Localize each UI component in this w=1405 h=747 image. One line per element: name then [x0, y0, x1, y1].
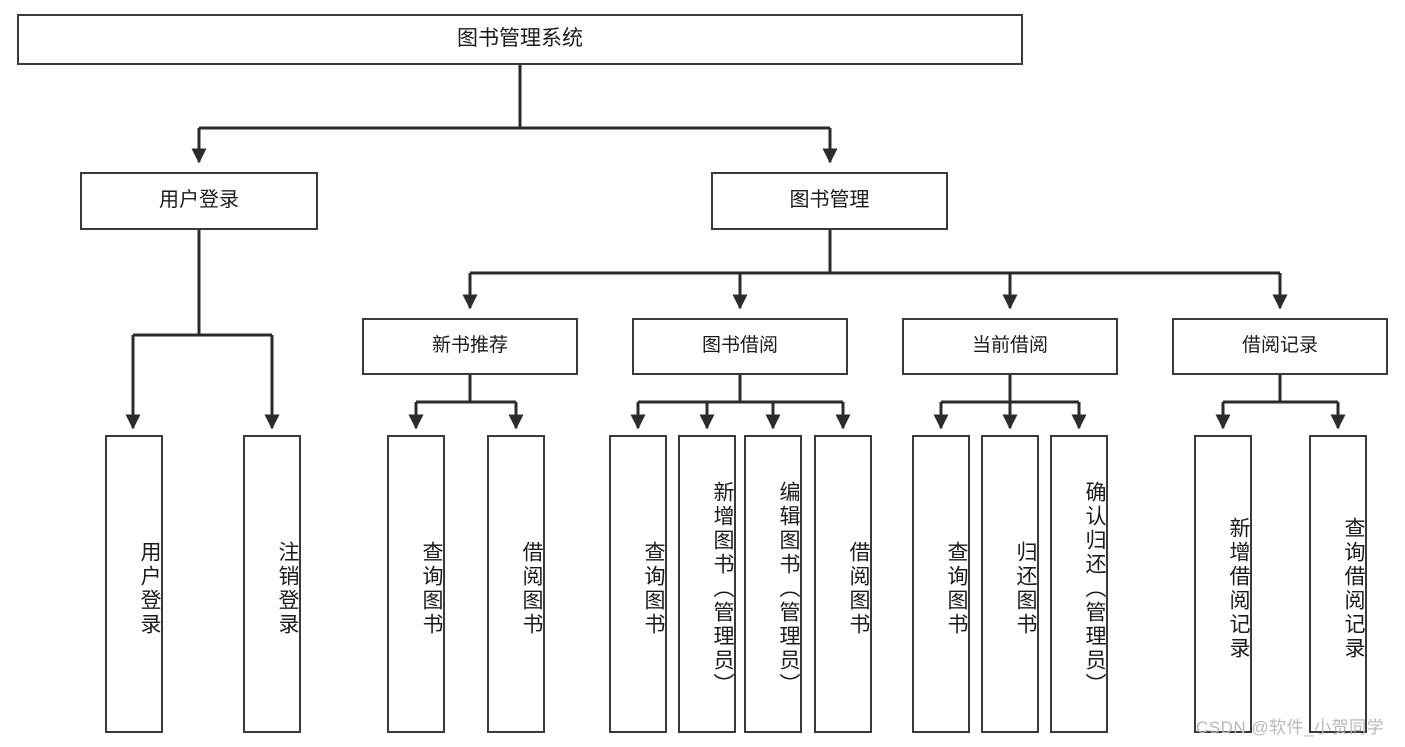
- leaf-records-add-record[interactable]: 新增借阅记录: [1194, 435, 1252, 733]
- leaf-current-return-book[interactable]: 归还图书: [981, 435, 1039, 733]
- leaf-user-login-login[interactable]: 用户登录: [105, 435, 163, 733]
- leaf-borrow-edit-book-admin[interactable]: 编辑图书（管理员）: [744, 435, 802, 733]
- leaf-borrow-add-book-admin[interactable]: 新增图书（管理员）: [678, 435, 736, 733]
- leaf-recommend-borrow-book[interactable]: 借阅图书: [487, 435, 545, 733]
- leaf-borrow-query-book[interactable]: 查询图书: [609, 435, 667, 733]
- node-new-book-recommend[interactable]: 新书推荐: [362, 318, 578, 375]
- node-user-login[interactable]: 用户登录: [80, 172, 318, 230]
- leaf-records-query-record[interactable]: 查询借阅记录: [1309, 435, 1367, 733]
- leaf-user-login-logout[interactable]: 注销登录: [243, 435, 301, 733]
- leaf-borrow-borrow-book[interactable]: 借阅图书: [814, 435, 872, 733]
- leaf-current-query-book[interactable]: 查询图书: [912, 435, 970, 733]
- watermark-text: CSDN @软件_小贺同学: [1196, 718, 1385, 737]
- node-book-management[interactable]: 图书管理: [711, 172, 948, 230]
- node-borrow-records[interactable]: 借阅记录: [1172, 318, 1388, 375]
- leaf-current-confirm-return-admin[interactable]: 确认归还（管理员）: [1050, 435, 1108, 733]
- node-current-borrow[interactable]: 当前借阅: [902, 318, 1118, 375]
- leaf-recommend-query-book[interactable]: 查询图书: [387, 435, 445, 733]
- node-book-borrow[interactable]: 图书借阅: [632, 318, 848, 375]
- node-root-system[interactable]: 图书管理系统: [17, 14, 1023, 65]
